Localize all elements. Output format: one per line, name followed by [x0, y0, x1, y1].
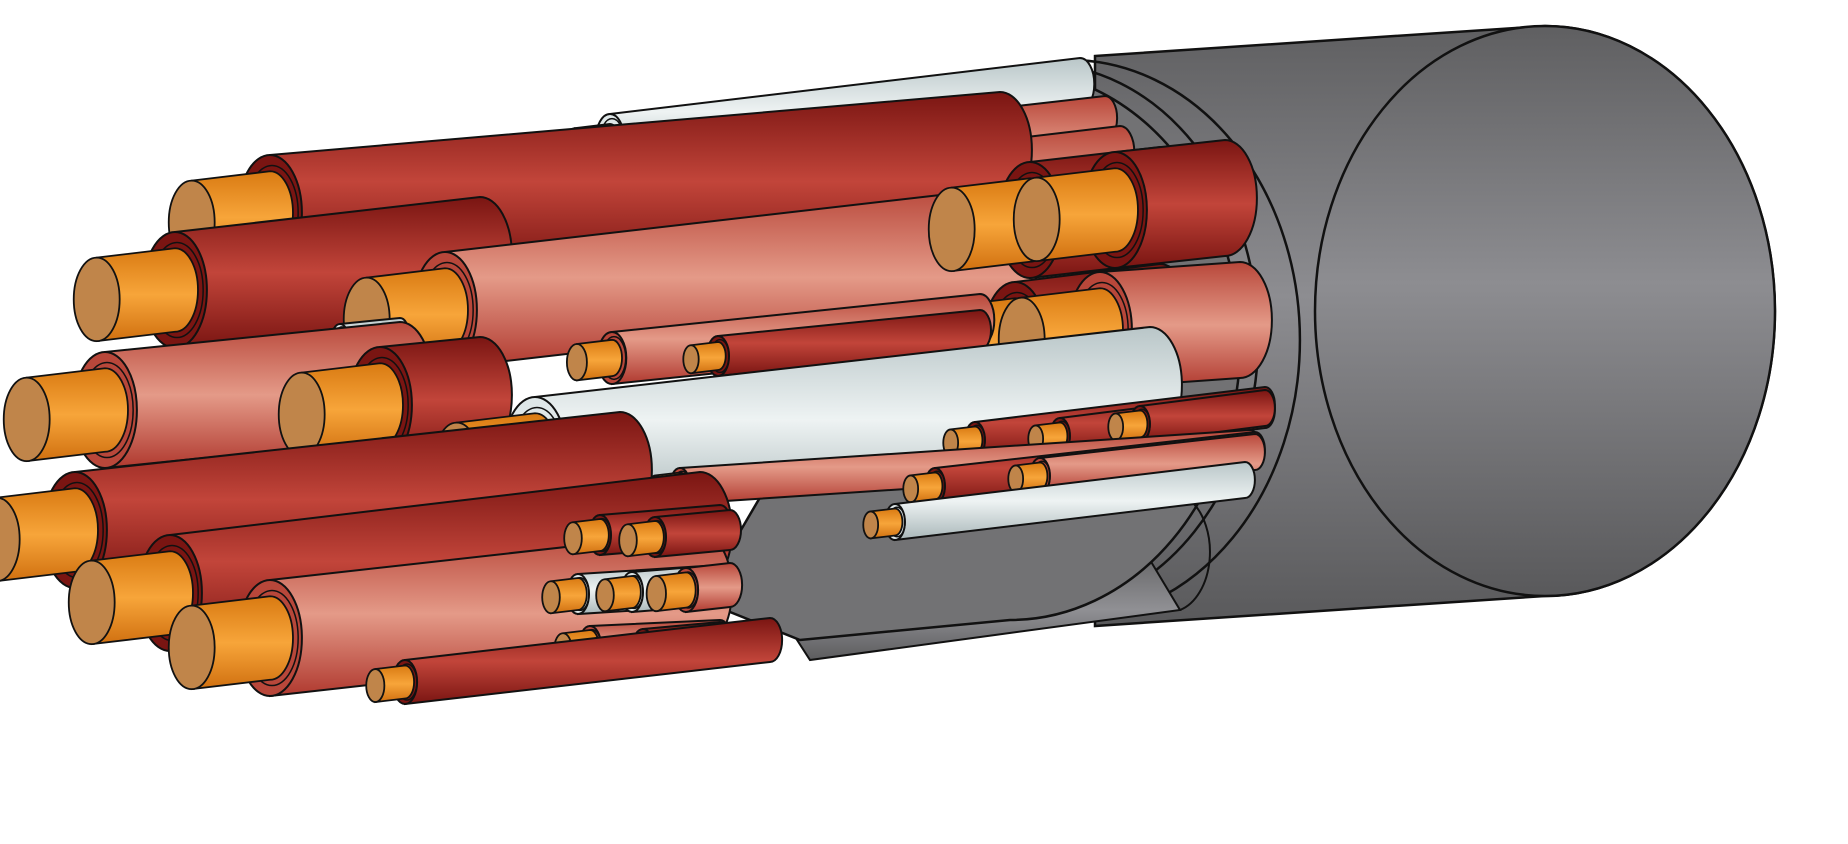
- insulation-sleeve: [1139, 388, 1276, 444]
- copper-conductor-face: [365, 668, 386, 703]
- copper-conductor: [1035, 167, 1139, 263]
- copper-conductor: [655, 571, 697, 613]
- copper-conductor-face: [563, 521, 583, 556]
- copper-conductor: [374, 664, 415, 704]
- insulation-sleeve: [404, 616, 784, 706]
- insulation-sleeve: [1114, 138, 1258, 270]
- copper-conductor: [550, 577, 588, 615]
- insulated-core: [618, 508, 742, 559]
- copper-conductor-face: [682, 344, 700, 375]
- copper-conductor-face: [902, 474, 920, 504]
- copper-conductor-face: [595, 578, 615, 613]
- copper-conductor-face: [2, 376, 51, 463]
- copper-conductor-face: [1107, 412, 1125, 442]
- copper-conductor-face: [167, 604, 216, 691]
- copper-conductor-face: [565, 343, 588, 382]
- copper-conductor: [25, 367, 129, 463]
- copper-conductor-face: [927, 186, 976, 273]
- copper-conductor-face: [862, 510, 880, 540]
- copper-conductor: [869, 507, 904, 540]
- copper-conductor: [190, 595, 294, 691]
- copper-conductor: [576, 338, 623, 382]
- copper-conductor: [627, 520, 665, 558]
- copper-conductor-face: [0, 497, 21, 582]
- copper-conductor-face: [72, 256, 121, 343]
- copper-conductor-face: [645, 575, 667, 613]
- insulated-core: [645, 561, 744, 614]
- copper-conductor-face: [541, 580, 561, 615]
- copper-conductor-face: [67, 559, 116, 646]
- insulated-core: [682, 308, 992, 378]
- copper-conductor-face: [1012, 176, 1061, 263]
- insulation-sleeve: [685, 561, 744, 614]
- insulated-core: [365, 616, 784, 706]
- conductor-group: [0, 56, 1276, 706]
- copper-conductor: [690, 341, 727, 375]
- copper-conductor: [572, 518, 610, 556]
- copper-conductor-face: [277, 371, 326, 458]
- copper-conductor-face: [618, 523, 638, 558]
- copper-conductor: [604, 575, 642, 613]
- copper-conductor: [95, 247, 199, 343]
- insulation-sleeve: [654, 508, 742, 559]
- outer-jacket: [1039, 24, 1777, 628]
- insulation-sleeve: [894, 460, 1256, 542]
- insulated-core: [1012, 138, 1258, 270]
- insulated-core: [862, 460, 1256, 542]
